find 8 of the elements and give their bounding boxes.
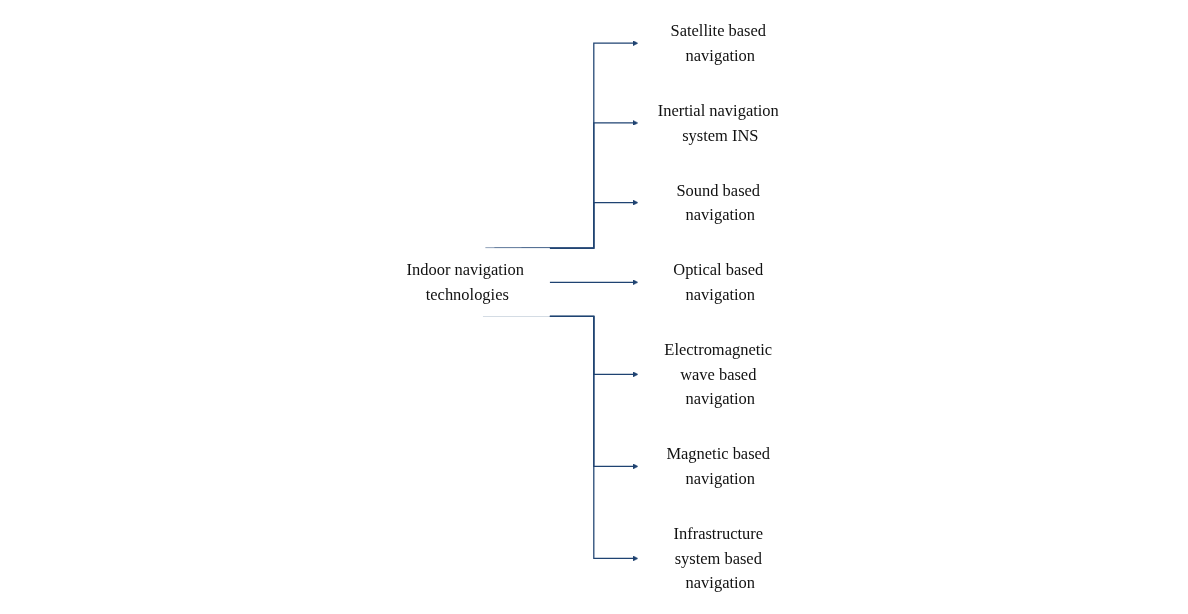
node-text: Electromagnetic wave based navigation — [664, 340, 773, 409]
arrow — [549, 279, 639, 286]
node-text: Magnetic based navigation — [666, 444, 771, 488]
node-text: Optical based navigation — [673, 260, 764, 304]
node-text: Infrastructure system based navigation — [673, 524, 764, 593]
node-text: Inertial navigation system INS — [657, 101, 779, 145]
node-text: Satellite based navigation — [670, 21, 767, 65]
node-text: Sound based navigation — [676, 181, 761, 225]
